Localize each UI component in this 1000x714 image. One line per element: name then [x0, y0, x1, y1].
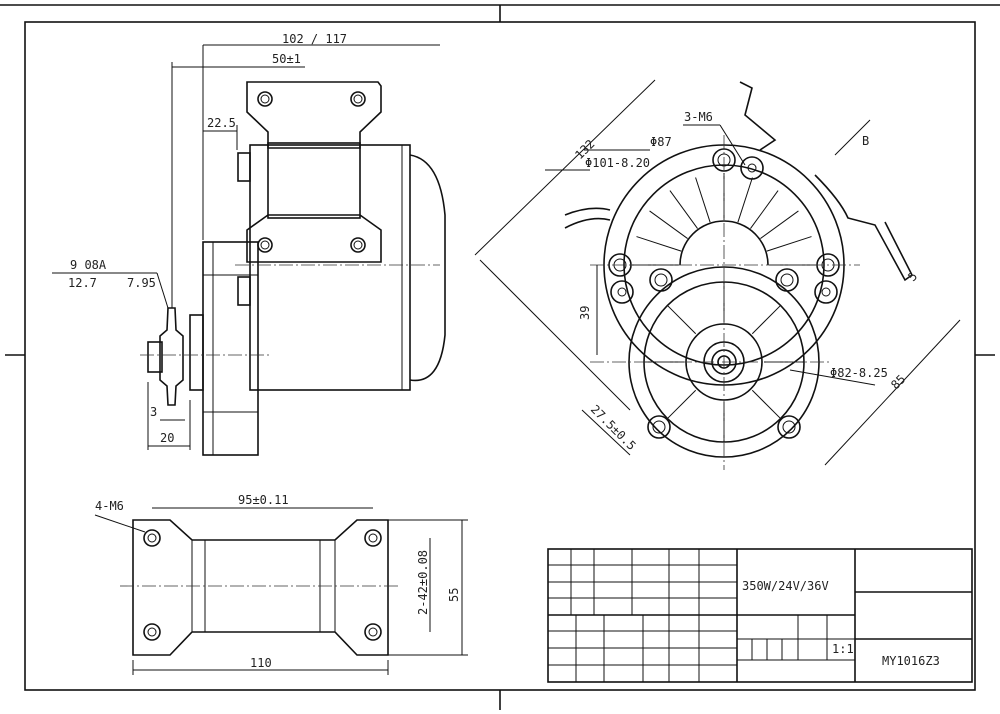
- fan-spoke: [737, 177, 753, 223]
- hole-inner: [617, 287, 627, 297]
- dim-rows: 2-42±0.08: [416, 550, 430, 615]
- fan-spoke: [760, 210, 799, 239]
- hole-inner: [821, 287, 831, 297]
- dim-tooth-width: 3: [150, 405, 157, 419]
- dim-bottom-holes: 4-M6: [95, 499, 124, 513]
- fan-spoke: [766, 236, 812, 252]
- end-view: [474, 79, 961, 470]
- dim-height: 55: [447, 588, 461, 602]
- side-view: [52, 44, 446, 456]
- gear-cover-spoke: [667, 305, 697, 335]
- sprocket-spec: 9 08A: [70, 258, 107, 272]
- fan-spoke: [750, 190, 779, 229]
- screw-icon: [647, 415, 671, 439]
- dim-39: 39: [578, 306, 592, 320]
- dim-27-5: 27.5±0.5: [588, 402, 639, 453]
- dim-hole-spacing: 95±0.11: [238, 493, 289, 507]
- screw-icon: [775, 268, 799, 292]
- gear-cover-spoke: [751, 389, 781, 419]
- dim-end-holes: 3-M6: [684, 110, 713, 124]
- fan-spoke: [695, 177, 711, 223]
- dim-phi87: Φ87: [650, 135, 672, 149]
- drawing-scale: 1:1: [832, 642, 854, 656]
- hole-inner: [652, 420, 666, 434]
- mount-hole-icon: [740, 156, 764, 180]
- dim-offset: 22.5: [207, 116, 236, 130]
- hole-inner: [747, 163, 757, 173]
- model-number: MY1016Z3: [882, 654, 940, 668]
- title-block: [547, 548, 973, 683]
- dim-mount-spacing: 50±1: [272, 52, 301, 66]
- screw-icon: [649, 268, 673, 292]
- hole-inner: [780, 273, 794, 287]
- view-label-b: B: [862, 134, 869, 148]
- screw-icon: [777, 415, 801, 439]
- dim-overall-length: 102 / 117: [282, 32, 347, 46]
- gear-cover-spoke: [751, 305, 781, 335]
- sprocket-pitch: 12.7: [68, 276, 97, 290]
- hole-inner: [782, 420, 796, 434]
- motor-rating: 350W/24V/36V: [742, 579, 829, 593]
- dim-5: 5: [905, 269, 920, 284]
- sprocket-roller: 7.95: [127, 276, 156, 290]
- fan-spoke: [636, 236, 682, 252]
- gear-cover-spoke: [667, 389, 697, 419]
- dim-phi101: Φ101-8.20: [585, 156, 650, 170]
- bottom-view: [94, 507, 468, 675]
- dim-width: 110: [250, 656, 272, 670]
- dim-85: 85: [888, 372, 908, 392]
- fan-spoke: [649, 210, 688, 239]
- mount-hole-icon: [610, 280, 634, 304]
- fan-spoke: [669, 190, 698, 229]
- hole-inner: [654, 273, 668, 287]
- mount-hole-icon: [814, 280, 838, 304]
- drawing-frame: [0, 4, 1000, 710]
- dim-phi82: Φ82-8.25: [830, 366, 888, 380]
- dim-shaft: 20: [160, 431, 174, 445]
